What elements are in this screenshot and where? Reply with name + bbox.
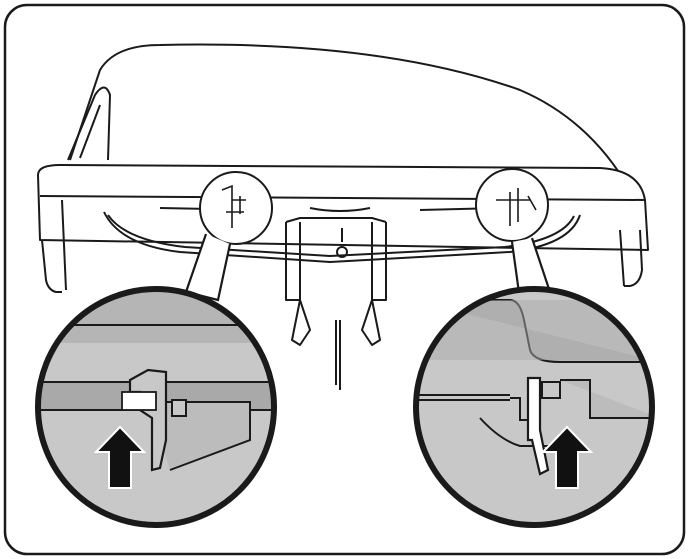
- callout-detail-left: [35, 286, 277, 528]
- up-arrow-icon: [93, 425, 147, 489]
- up-arrow-icon: [540, 425, 594, 489]
- callout-marker-left: [199, 171, 273, 245]
- leader-lines: [184, 233, 552, 302]
- callout-marker-right: [475, 168, 549, 242]
